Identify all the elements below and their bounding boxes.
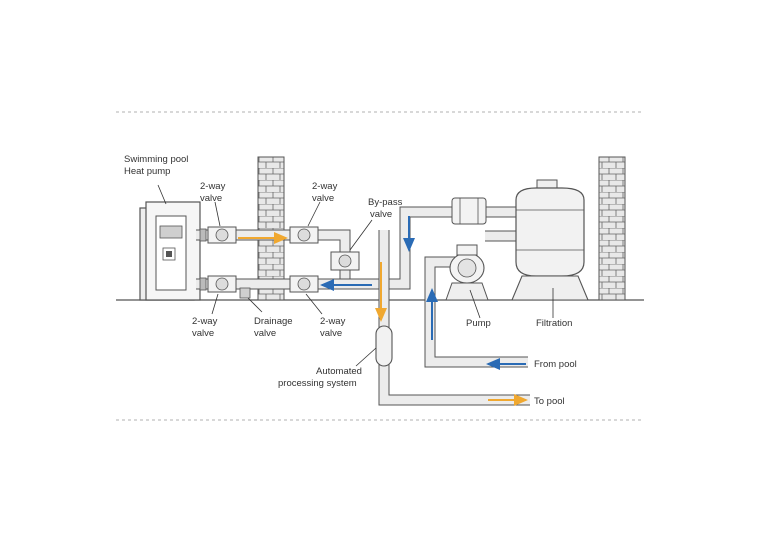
label-automated-line2: processing system: [278, 378, 357, 389]
multiport-valve: [451, 197, 487, 225]
label-to-pool: To pool: [534, 396, 565, 407]
label-valve-bottom-left-line2: valve: [192, 328, 214, 339]
label-drainage-line1: Drainage: [254, 316, 293, 327]
filtration-tank: [511, 179, 589, 301]
label-pump: Pump: [466, 318, 491, 329]
label-bypass-line2: valve: [370, 209, 392, 220]
valve-bottom-right: [289, 275, 319, 293]
label-valve-top-left-line1: 2-way: [200, 181, 226, 192]
label-heat-pump-line2: Heat pump: [124, 166, 170, 177]
brick-wall-left: [257, 156, 285, 301]
pipe-from-pool: [424, 256, 528, 368]
label-valve-top-right-line2: valve: [312, 193, 334, 204]
label-filtration: Filtration: [536, 318, 572, 329]
pump-unit: [445, 244, 489, 301]
automated-processing-unit: [375, 325, 393, 367]
valve-bypass: [330, 251, 360, 271]
label-valve-bottom-left-line1: 2-way: [192, 316, 218, 327]
valve-top-right: [289, 226, 319, 244]
label-valve-bottom-right-line1: 2-way: [320, 316, 346, 327]
label-valve-top-left-line2: valve: [200, 193, 222, 204]
valve-drainage: [239, 287, 251, 299]
label-automated-line1: Automated: [316, 366, 362, 377]
pipe-to-pool: [378, 230, 530, 406]
label-valve-bottom-right-line2: valve: [320, 328, 342, 339]
label-drainage-line2: valve: [254, 328, 276, 339]
valve-bottom-left: [199, 275, 237, 293]
label-from-pool: From pool: [534, 359, 577, 370]
heat-pump-unit: [139, 201, 201, 301]
valve-top-left: [199, 226, 237, 244]
leader-lines: [157, 184, 554, 367]
label-valve-top-right-line1: 2-way: [312, 181, 338, 192]
label-heat-pump-line1: Swimming pool: [124, 154, 188, 165]
brick-wall-right: [598, 156, 626, 301]
label-bypass-line1: By-pass: [368, 197, 403, 208]
